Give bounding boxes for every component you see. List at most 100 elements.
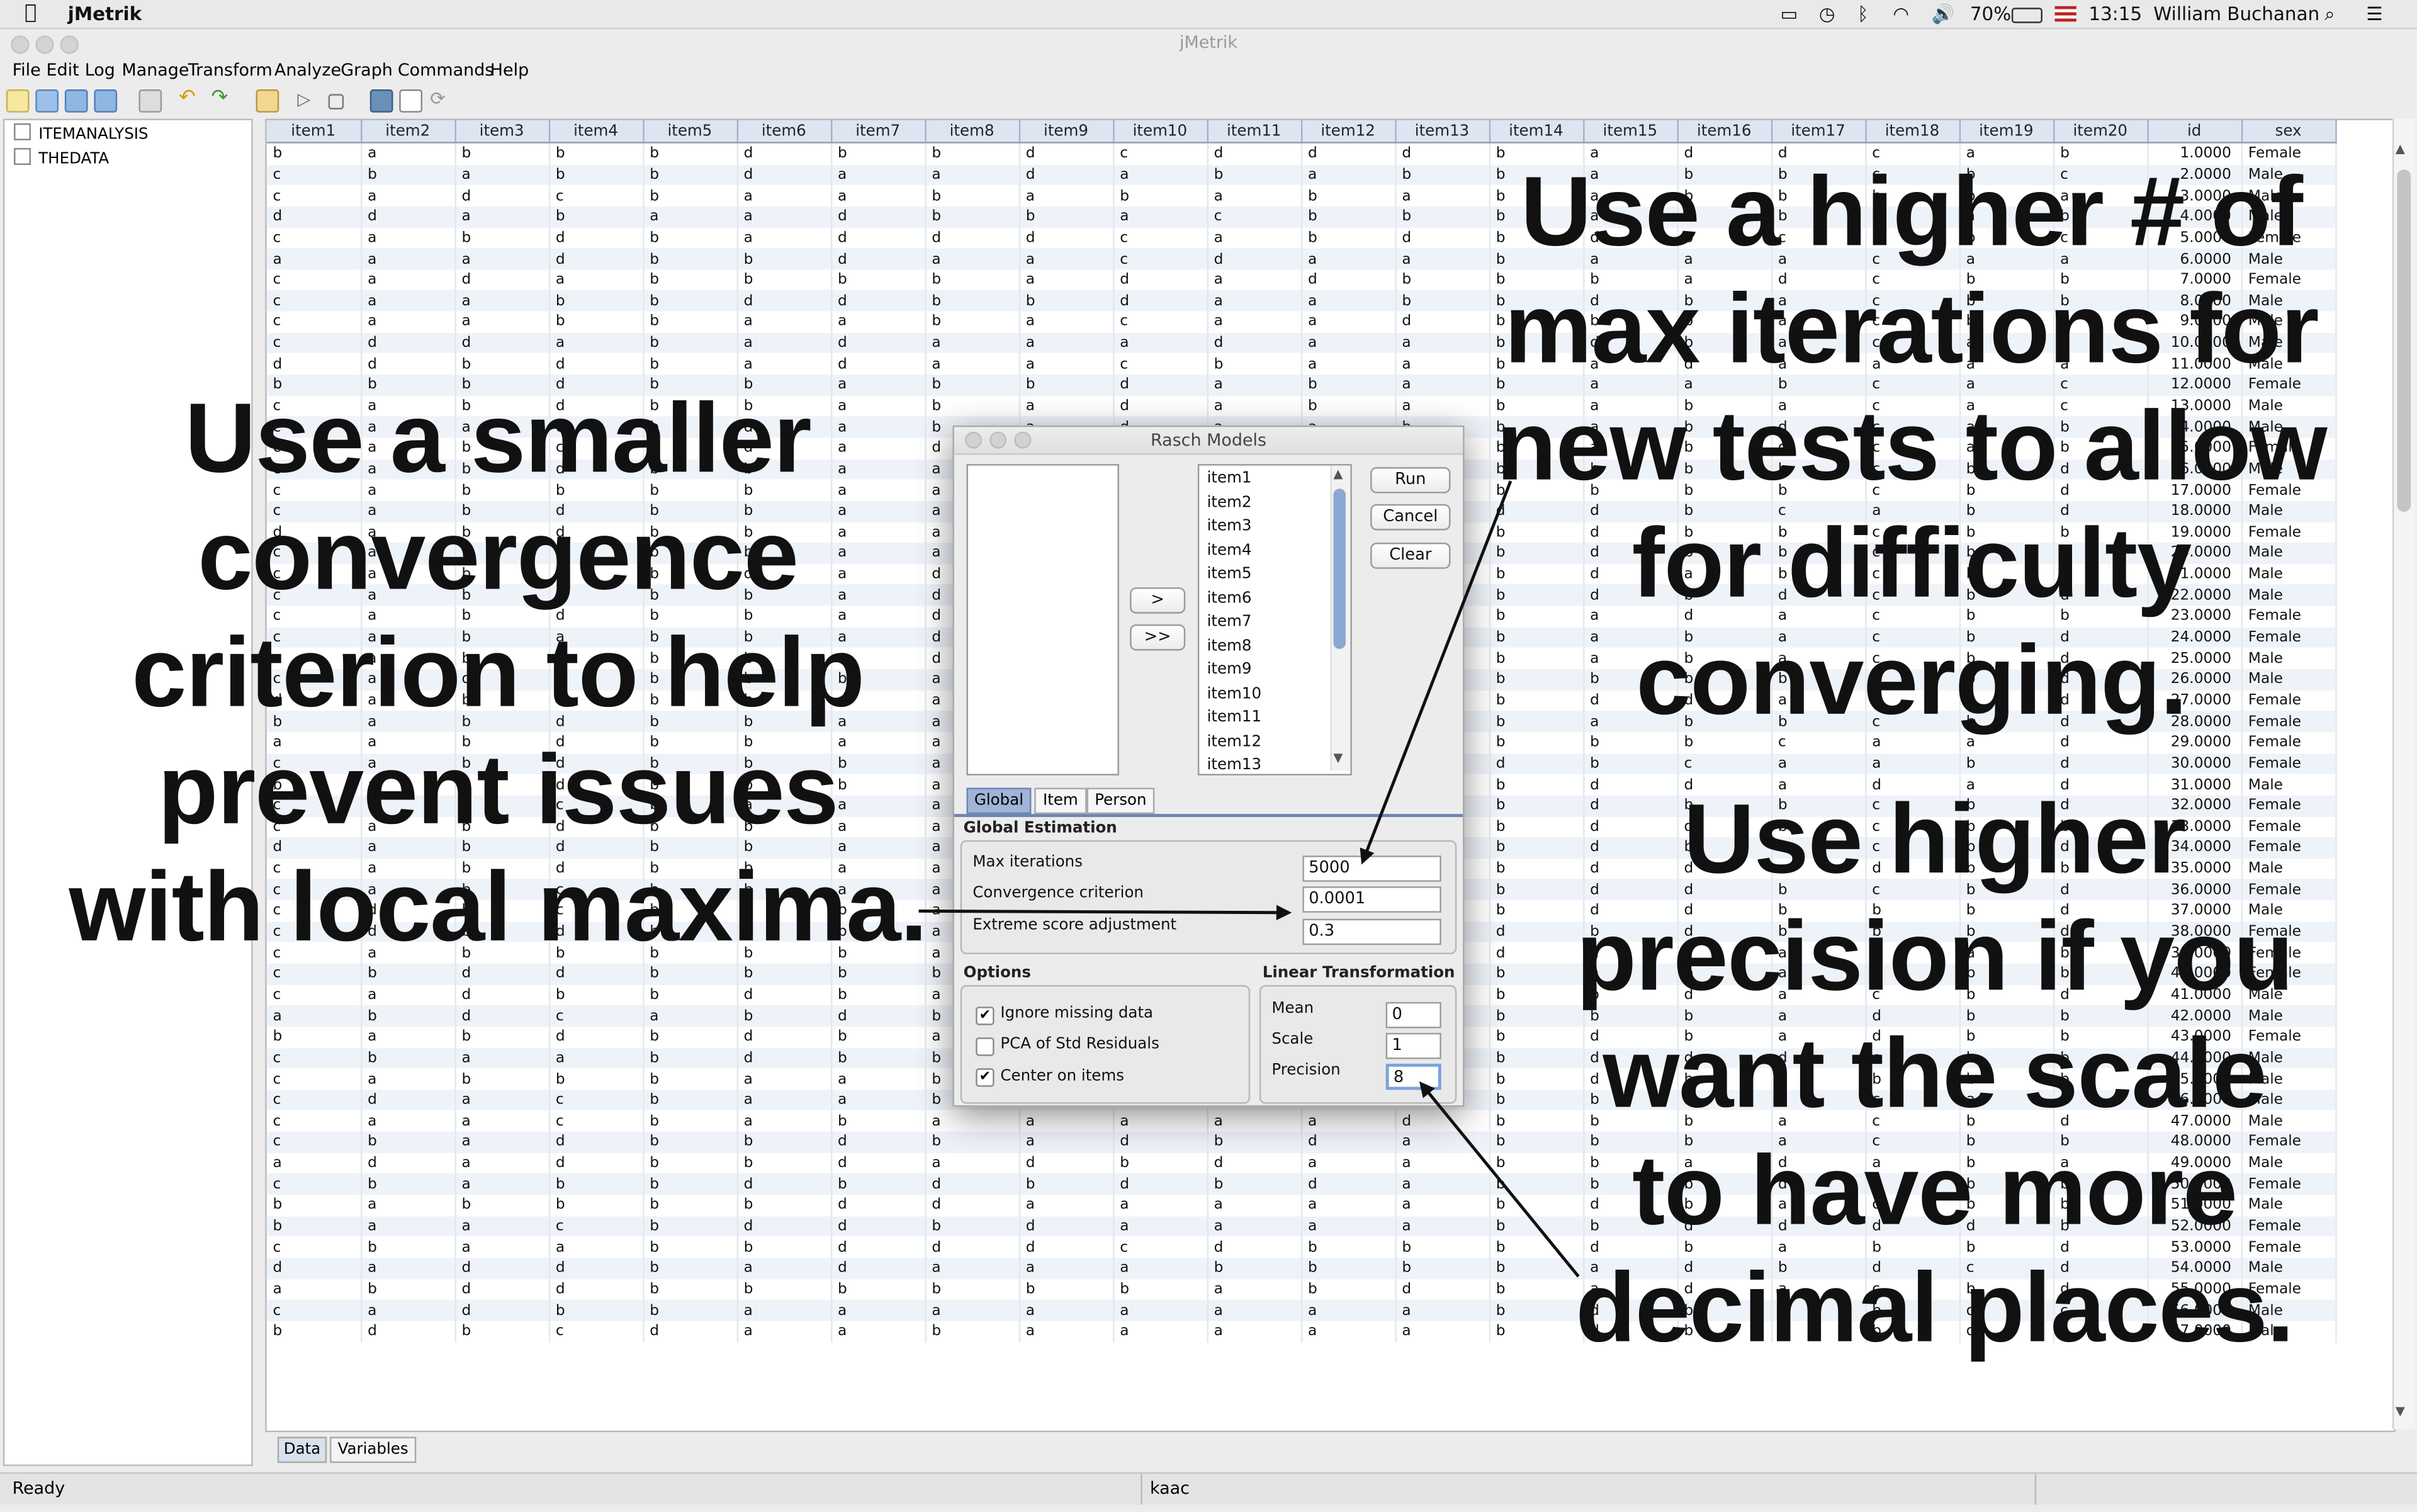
table-cell[interactable]: d bbox=[1018, 227, 1114, 249]
table-cell[interactable]: b bbox=[454, 395, 550, 417]
table-cell[interactable]: 32.0000 bbox=[2147, 795, 2243, 816]
table-cell[interactable]: a bbox=[454, 290, 550, 312]
table-cell[interactable]: Male bbox=[2241, 648, 2336, 669]
table-cell[interactable]: d bbox=[2053, 1278, 2148, 1300]
table-cell[interactable]: b bbox=[831, 669, 926, 691]
column-header-item17[interactable]: item17 bbox=[1771, 120, 1866, 144]
table-cell[interactable]: a bbox=[1300, 1153, 1396, 1174]
table-cell[interactable]: c bbox=[1865, 648, 1960, 669]
table-cell[interactable]: b bbox=[1489, 1321, 1584, 1342]
table-cell[interactable]: b bbox=[1959, 921, 2054, 943]
table-cell[interactable]: b bbox=[1771, 458, 1866, 480]
list-item[interactable]: item5 bbox=[1207, 565, 1252, 583]
table-cell[interactable]: a bbox=[1207, 1278, 1302, 1300]
table-cell[interactable]: b bbox=[1771, 206, 1866, 228]
table-cell[interactable]: a bbox=[1865, 732, 1960, 753]
table-cell[interactable]: d bbox=[1113, 1131, 1208, 1153]
table-cell[interactable]: a bbox=[736, 312, 832, 333]
table-cell[interactable]: a bbox=[831, 690, 926, 711]
table-cell[interactable]: a bbox=[831, 837, 926, 859]
table-cell[interactable]: a bbox=[1677, 269, 1772, 291]
table-cell[interactable]: a bbox=[361, 753, 456, 774]
table-cell[interactable]: b bbox=[1583, 269, 1678, 291]
list-item[interactable]: item10 bbox=[1207, 685, 1262, 702]
table-cell[interactable]: b bbox=[831, 1026, 926, 1048]
table-cell[interactable]: c bbox=[1865, 963, 1960, 984]
table-cell[interactable]: a bbox=[454, 1110, 550, 1132]
table-cell[interactable]: a bbox=[736, 206, 832, 228]
table-cell[interactable]: b bbox=[2053, 1047, 2148, 1069]
table-cell[interactable]: b bbox=[2053, 1195, 2148, 1216]
table-cell[interactable]: b bbox=[1677, 458, 1772, 480]
table-cell[interactable]: a bbox=[1771, 753, 1866, 774]
list-scrollbar-thumb[interactable] bbox=[1333, 488, 1346, 650]
table-cell[interactable]: b bbox=[454, 142, 550, 165]
table-cell[interactable]: b bbox=[1583, 1153, 1678, 1174]
table-cell[interactable]: b bbox=[1489, 963, 1584, 984]
table-cell[interactable]: d bbox=[1583, 332, 1678, 354]
table-cell[interactable]: a bbox=[1771, 1026, 1866, 1048]
table-cell[interactable]: b bbox=[925, 1321, 1020, 1342]
table-cell[interactable]: a bbox=[925, 1258, 1020, 1279]
table-cell[interactable]: d bbox=[2053, 711, 2148, 733]
table-cell[interactable]: a bbox=[1583, 942, 1678, 964]
table-cell[interactable]: d bbox=[1583, 543, 1678, 564]
table-cell[interactable]: a bbox=[1395, 395, 1490, 417]
table-cell[interactable]: d bbox=[1677, 900, 1772, 922]
table-cell[interactable]: 36.0000 bbox=[2147, 879, 2243, 901]
table-cell[interactable]: b bbox=[1771, 669, 1866, 691]
table-cell[interactable]: b bbox=[1489, 648, 1584, 669]
table-cell[interactable]: a bbox=[2053, 185, 2148, 206]
table-cell[interactable]: a bbox=[831, 816, 926, 838]
table-cell[interactable]: d bbox=[1865, 1258, 1960, 1279]
table-cell[interactable]: b bbox=[1677, 837, 1772, 859]
move-all-button[interactable]: >> bbox=[1130, 624, 1186, 651]
table-cell[interactable]: b bbox=[925, 206, 1020, 228]
table-cell[interactable]: b bbox=[1489, 1300, 1584, 1321]
table-cell[interactable]: 50.0000 bbox=[2147, 1173, 2243, 1195]
table-cell[interactable]: d bbox=[1583, 1026, 1678, 1048]
table-cell[interactable]: a bbox=[1771, 332, 1866, 354]
table-cell[interactable]: d bbox=[1583, 795, 1678, 816]
table-cell[interactable]: b bbox=[1959, 816, 2054, 838]
table-cell[interactable]: b bbox=[1489, 1026, 1584, 1048]
table-cell[interactable]: c bbox=[1865, 879, 1960, 901]
table-cell[interactable]: d bbox=[831, 1005, 926, 1027]
table-cell[interactable]: b bbox=[454, 375, 550, 396]
table-cell[interactable]: b bbox=[1959, 1195, 2054, 1216]
table-cell[interactable]: c bbox=[548, 437, 644, 459]
dialog-close-button[interactable] bbox=[965, 431, 983, 449]
table-cell[interactable]: Female bbox=[2241, 375, 2336, 396]
table-cell[interactable]: d bbox=[736, 437, 832, 459]
table-cell[interactable]: a bbox=[1771, 395, 1866, 417]
table-cell[interactable]: d bbox=[2053, 921, 2148, 943]
table-cell[interactable]: a bbox=[361, 458, 456, 480]
menu-help[interactable]: Help bbox=[490, 60, 529, 81]
table-cell[interactable]: a bbox=[1771, 353, 1866, 375]
table-cell[interactable]: b bbox=[1207, 164, 1302, 186]
table-cell[interactable]: d bbox=[548, 732, 644, 753]
table-cell[interactable]: d bbox=[1771, 1153, 1866, 1174]
table-cell[interactable]: a bbox=[361, 185, 456, 206]
table-cell[interactable]: d bbox=[548, 248, 644, 270]
table-cell[interactable]: d bbox=[266, 206, 362, 228]
table-cell[interactable]: b bbox=[1583, 458, 1678, 480]
table-cell[interactable]: a bbox=[1018, 353, 1114, 375]
table-cell[interactable]: c bbox=[1865, 1195, 1960, 1216]
table-cell[interactable]: a bbox=[831, 711, 926, 733]
table-cell[interactable]: b bbox=[2053, 290, 2148, 312]
table-cell[interactable]: d bbox=[831, 1216, 926, 1237]
table-cell[interactable]: b bbox=[454, 942, 550, 964]
stop-icon[interactable] bbox=[328, 94, 344, 110]
table-cell[interactable]: b bbox=[1677, 627, 1772, 648]
table-cell[interactable]: b bbox=[643, 1278, 738, 1300]
list-item[interactable]: item9 bbox=[1207, 661, 1252, 679]
table-cell[interactable]: 23.0000 bbox=[2147, 606, 2243, 628]
table-cell[interactable]: b bbox=[1300, 395, 1396, 417]
list-item[interactable]: item3 bbox=[1207, 517, 1252, 535]
